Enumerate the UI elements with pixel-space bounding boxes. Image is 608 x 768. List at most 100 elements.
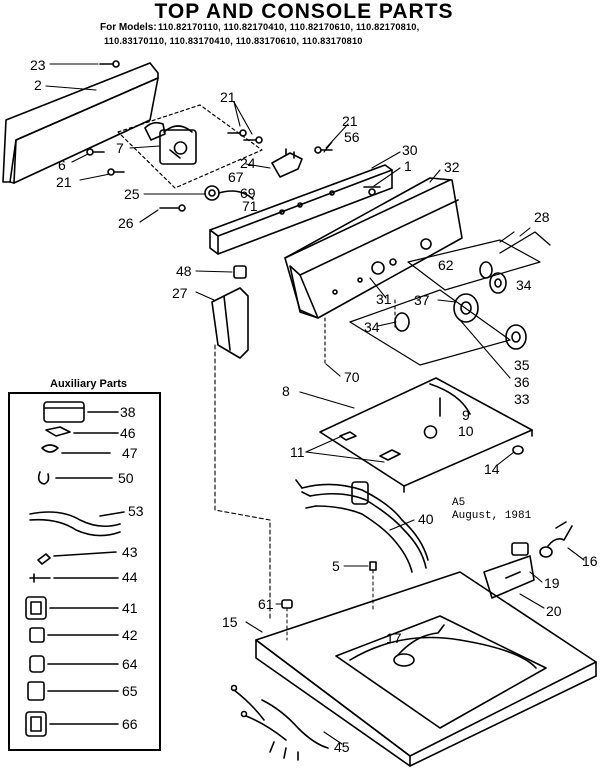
knob-34-upper xyxy=(489,272,507,294)
leader-lines xyxy=(45,63,585,745)
aux-part-66-icon xyxy=(25,711,119,737)
aux-part-41-icon xyxy=(25,596,119,620)
aux-callout-66: 66 xyxy=(122,716,138,732)
callout-25: 25 xyxy=(124,186,140,202)
bracket-28 xyxy=(499,231,551,254)
bracket-20 xyxy=(483,555,535,599)
callout-26: 26 xyxy=(118,215,134,231)
callout-31: 31 xyxy=(376,291,392,307)
callout-56: 56 xyxy=(344,129,360,145)
callout-35: 35 xyxy=(514,357,530,373)
callout-34-upper: 34 xyxy=(516,277,532,293)
knob-cluster-upper xyxy=(407,239,541,291)
version-date: August, 1981 xyxy=(452,510,532,522)
aux-part-53-icon xyxy=(29,511,125,537)
callout-67: 67 xyxy=(228,169,244,185)
callout-9: 9 xyxy=(462,407,470,423)
knob-cluster-lower xyxy=(349,289,511,366)
clip-48 xyxy=(233,265,247,279)
aux-callout-38: 38 xyxy=(120,404,136,420)
callout-7: 7 xyxy=(116,140,124,156)
callout-2: 2 xyxy=(34,77,42,93)
callout-37: 37 xyxy=(414,292,430,308)
callout-10: 10 xyxy=(458,423,474,439)
callout-labels: 23 2 21 21 56 30 1 32 7 6 21 24 67 69 71… xyxy=(30,57,598,755)
callout-24: 24 xyxy=(240,155,256,171)
aux-callout-46: 46 xyxy=(120,425,136,441)
screw-21-left xyxy=(107,168,125,176)
screw-56 xyxy=(314,146,333,154)
page-title: TOP AND CONSOLE PARTS xyxy=(154,0,454,23)
callout-21-a: 21 xyxy=(220,89,236,105)
callout-40: 40 xyxy=(418,511,434,527)
wire-harness-40 xyxy=(295,479,429,573)
aux-part-50-icon xyxy=(37,471,113,485)
aux-callout-42: 42 xyxy=(122,627,138,643)
auxiliary-parts-box xyxy=(8,392,161,751)
aux-callout-43: 43 xyxy=(122,544,138,560)
clip-61 xyxy=(281,599,293,641)
callout-21-b: 21 xyxy=(342,113,358,129)
callout-16: 16 xyxy=(582,553,598,569)
switch-19 xyxy=(511,542,529,556)
screws-21-upper xyxy=(227,129,263,144)
callout-23: 23 xyxy=(30,57,46,73)
aux-callout-50: 50 xyxy=(118,470,134,486)
aux-callout-44: 44 xyxy=(122,569,138,585)
aux-part-47-icon xyxy=(41,444,111,454)
callout-28: 28 xyxy=(534,209,550,225)
callout-6: 6 xyxy=(58,157,66,173)
dial-37 xyxy=(453,293,479,323)
callout-8: 8 xyxy=(282,383,290,399)
spacer-62 xyxy=(479,261,493,279)
base-top-15 xyxy=(255,571,597,767)
aux-part-46-icon xyxy=(45,426,119,437)
callout-20: 20 xyxy=(546,603,562,619)
callout-11: 11 xyxy=(290,444,305,460)
knob-34-lower xyxy=(394,312,410,332)
models-list-line-2: 110.83170110, 110.83170410, 110.83170610… xyxy=(104,36,363,46)
screw-5 xyxy=(369,561,377,613)
aux-callout-47: 47 xyxy=(122,445,138,461)
callout-33: 33 xyxy=(514,391,530,407)
aux-part-65-icon xyxy=(27,681,119,701)
callout-34-lower: 34 xyxy=(364,319,380,335)
console-32 xyxy=(284,177,463,319)
callout-27: 27 xyxy=(172,285,188,301)
knob-cluster-leader-36 xyxy=(459,319,511,379)
callout-17: 17 xyxy=(386,630,402,646)
wire-harness-45 xyxy=(230,684,329,761)
models-label: For Models: xyxy=(100,22,157,33)
console-bracket-30 xyxy=(209,164,393,255)
screw-23 xyxy=(99,60,120,68)
callout-5: 5 xyxy=(332,558,340,574)
bracket-27 xyxy=(211,287,249,359)
version-code: A5 xyxy=(452,497,466,509)
callout-14: 14 xyxy=(484,461,500,477)
callout-61: 61 xyxy=(258,596,274,612)
screw-26 xyxy=(159,204,186,212)
callout-1: 1 xyxy=(404,158,412,174)
callout-70: 70 xyxy=(344,369,360,385)
aux-part-38-icon xyxy=(43,401,119,423)
bracket-drop-guide xyxy=(214,344,271,621)
rear-panel xyxy=(2,62,159,184)
callout-69: 69 xyxy=(240,185,256,201)
screw-6 xyxy=(86,148,105,156)
knob-35 xyxy=(505,324,527,350)
callout-48: 48 xyxy=(176,263,192,279)
hose-17 xyxy=(397,624,445,656)
timer-switch-block xyxy=(144,121,197,165)
aux-callout-41: 41 xyxy=(122,600,138,616)
callout-15: 15 xyxy=(222,614,238,630)
screw-1 xyxy=(363,186,381,196)
auxiliary-parts-title: Auxiliary Parts xyxy=(50,378,128,390)
aux-callout-65: 65 xyxy=(122,683,138,699)
callout-19: 19 xyxy=(544,575,560,591)
aux-callout-64: 64 xyxy=(122,656,138,672)
aux-callout-53: 53 xyxy=(128,503,144,519)
callout-21-c: 21 xyxy=(56,174,72,190)
aux-part-44-icon xyxy=(29,573,119,583)
sensor-16 xyxy=(539,521,573,558)
